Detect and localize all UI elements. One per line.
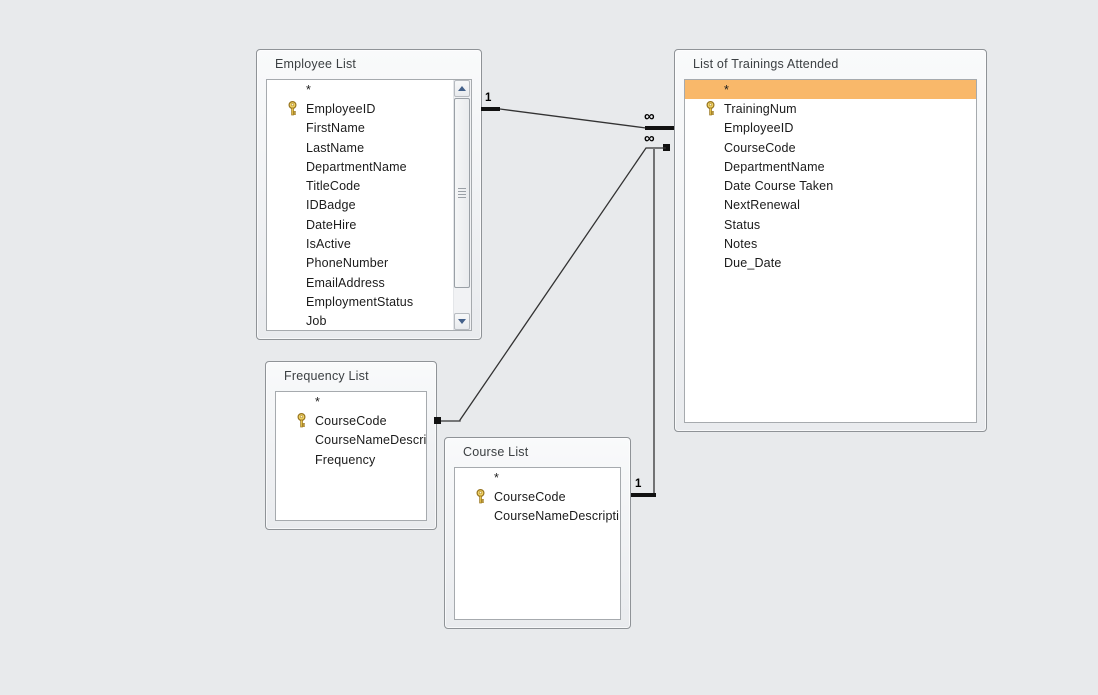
field-name: CourseCode [494,489,566,504]
field-row-job[interactable]: Job [267,312,471,330]
cardinality-many-label: ∞ [644,108,655,125]
field-row-star[interactable]: * [455,468,620,487]
scrollbar-up-button[interactable] [454,80,470,97]
field-name: LastName [306,140,365,155]
field-row-frequency[interactable]: Frequency [276,450,426,469]
relationship-line-course-to-trainings[interactable] [631,149,656,497]
cardinality-one-label: 1 [485,92,492,104]
field-name: EmployeeID [724,121,794,136]
field-row-employeeid[interactable]: EmployeeID [685,119,976,138]
field-row-departmentname[interactable]: DepartmentName [685,157,976,176]
key-icon [473,489,487,504]
field-name: CourseNameDescripti [494,509,620,524]
field-name: DateHire [306,217,357,232]
field-name: DepartmentName [724,159,825,174]
field-row-employmentstatus[interactable]: EmploymentStatus [267,292,471,311]
field-name: Status [724,217,761,232]
field-name: PhoneNumber [306,256,389,271]
field-row-departmentname[interactable]: DepartmentName [267,157,471,176]
field-name: IDBadge [306,198,356,213]
field-name: TrainingNum [724,101,797,116]
field-row-lastname[interactable]: LastName [267,138,471,157]
vertical-scrollbar[interactable] [453,80,471,330]
key-icon [703,101,717,116]
table-title: Employee List [275,57,357,71]
field-name: CourseCode [315,413,387,428]
field-name: Frequency [315,452,376,467]
field-row-firstname[interactable]: FirstName [267,119,471,138]
field-name: CourseNameDescri [315,433,427,448]
field-row-coursenamedescri[interactable]: CourseNameDescri [276,431,426,450]
field-row-datehire[interactable]: DateHire [267,215,471,234]
field-row-idbadge[interactable]: IDBadge [267,196,471,215]
field-name: TitleCode [306,179,361,194]
field-name: Notes [724,237,758,252]
field-row-star[interactable]: * [685,80,976,100]
field-name: Date Course Taken [724,179,834,194]
field-name: DepartmentName [306,159,407,174]
field-name: * [315,394,321,409]
field-name: IsActive [306,237,351,252]
field-row-titlecode[interactable]: TitleCode [267,176,471,195]
field-row-coursecode[interactable]: CourseCode [455,487,620,506]
triangle-down-icon [458,319,466,324]
field-name: * [306,82,312,97]
triangle-up-icon [458,86,466,91]
scrollbar-thumb[interactable] [454,98,470,288]
field-row-date-course-taken[interactable]: Date Course Taken [685,176,976,195]
table-title: Course List [463,445,529,459]
field-row-notes[interactable]: Notes [685,234,976,253]
table-title: Frequency List [284,369,369,383]
grip-lines-icon [458,188,466,198]
key-icon [294,413,308,428]
field-row-employeeid[interactable]: EmployeeID [267,99,471,118]
field-name: NextRenewal [724,198,800,213]
field-row-isactive[interactable]: IsActive [267,234,471,253]
field-row-phonenumber[interactable]: PhoneNumber [267,254,471,273]
field-row-nextrenewal[interactable]: NextRenewal [685,196,976,215]
field-name: CourseCode [724,140,796,155]
cardinality-one-label: 1 [635,478,642,490]
field-row-status[interactable]: Status [685,215,976,234]
field-row-coursenamedescripti[interactable]: CourseNameDescripti [455,507,620,526]
table-title: List of Trainings Attended [693,57,839,71]
field-name: * [494,470,500,485]
field-name: EmployeeID [306,101,376,116]
field-name: Job [306,314,327,329]
key-icon [285,101,299,116]
field-row-trainingnum[interactable]: TrainingNum [685,99,976,118]
field-name: EmploymentStatus [306,294,414,309]
field-name: * [724,82,730,97]
field-row-coursecode[interactable]: CourseCode [685,138,976,157]
field-row-coursecode[interactable]: CourseCode [276,411,426,430]
field-name: FirstName [306,121,365,136]
cardinality-many-label: ∞ [644,130,655,147]
field-row-emailaddress[interactable]: EmailAddress [267,273,471,292]
field-name: Due_Date [724,256,782,271]
field-row-star[interactable]: * [267,80,471,99]
scrollbar-down-button[interactable] [454,313,470,330]
field-row-star[interactable]: * [276,392,426,411]
field-row-due-date[interactable]: Due_Date [685,254,976,273]
field-name: EmailAddress [306,275,385,290]
